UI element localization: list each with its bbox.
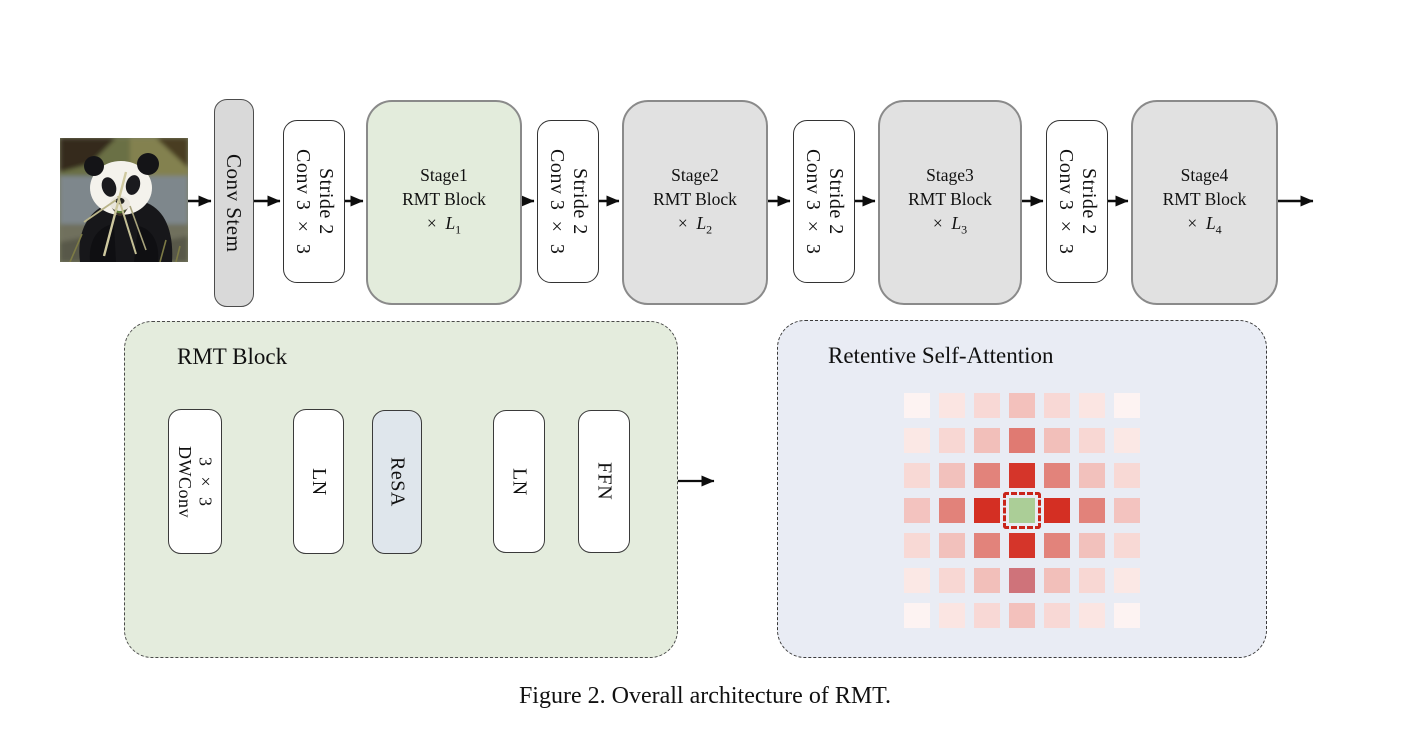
attention-cell <box>904 603 930 628</box>
figure-caption: Figure 2. Overall architecture of RMT. <box>518 683 892 709</box>
attention-cell <box>1114 463 1140 488</box>
attention-cell <box>904 393 930 418</box>
downsample-line2: Stride 2 <box>315 168 337 235</box>
attention-cell <box>939 393 965 418</box>
attention-cell <box>1044 533 1070 558</box>
conv-stem-label: Conv Stem <box>222 153 247 253</box>
downsample-box-4: Conv 3 × 3 Stride 2 <box>1046 120 1108 283</box>
attention-cell <box>904 568 930 593</box>
attention-cell <box>1044 393 1070 418</box>
panda-input-image <box>60 138 188 262</box>
attention-cell <box>1079 603 1105 628</box>
ln1-box: LN <box>293 409 344 554</box>
attention-cell <box>904 428 930 453</box>
stage2-block: Stage2 RMT Block × L2 <box>622 100 768 305</box>
attention-cell <box>1009 393 1035 418</box>
resa-box: ReSA <box>372 410 422 554</box>
attention-cell <box>939 498 965 523</box>
stage4-depth: × L4 <box>1187 213 1222 237</box>
attention-cell <box>1079 498 1105 523</box>
downsample-line1: Conv 3 × 3 <box>292 148 314 255</box>
stage3-depth: × L3 <box>932 213 968 237</box>
attention-center-cell <box>1009 498 1035 523</box>
attention-cell <box>974 393 1000 418</box>
stage1-block-label: RMT Block <box>402 189 486 210</box>
attention-cell <box>1079 393 1105 418</box>
attention-cell <box>1079 463 1105 488</box>
attention-cell <box>904 498 930 523</box>
attention-cell <box>1114 428 1140 453</box>
stage2-name: Stage2 <box>671 165 719 186</box>
attention-cell <box>1044 498 1070 523</box>
attention-center-ring <box>1003 492 1041 529</box>
attention-cell <box>974 463 1000 488</box>
attention-cell <box>1114 533 1140 558</box>
stage3-name: Stage3 <box>926 165 974 186</box>
attention-cell <box>939 603 965 628</box>
attention-cell <box>939 428 965 453</box>
rmt-block-panel-title: RMT Block <box>177 344 288 369</box>
attention-cell <box>904 533 930 558</box>
attention-cell <box>974 603 1000 628</box>
attention-decay-grid <box>904 393 1140 628</box>
ffn-box: FFN <box>578 410 630 553</box>
stage1-name: Stage1 <box>420 165 468 186</box>
attention-cell <box>1009 463 1035 488</box>
rsa-panel-title: Retentive Self-Attention <box>828 343 1054 368</box>
attention-cell <box>1114 393 1140 418</box>
attention-cell <box>974 428 1000 453</box>
stage4-block: Stage4 RMT Block × L4 <box>1131 100 1278 305</box>
attention-cell <box>974 568 1000 593</box>
downsample-box-3: Conv 3 × 3 Stride 2 <box>793 120 855 283</box>
stage3-block: Stage3 RMT Block × L3 <box>878 100 1022 305</box>
attention-cell <box>974 498 1000 523</box>
attention-cell <box>939 533 965 558</box>
attention-cell <box>904 463 930 488</box>
attention-cell <box>1079 568 1105 593</box>
attention-cell <box>1044 603 1070 628</box>
downsample-box-2: Conv 3 × 3 Stride 2 <box>537 120 599 283</box>
attention-cell <box>1114 603 1140 628</box>
stage4-block-label: RMT Block <box>1162 189 1247 210</box>
attention-cell <box>1009 533 1035 558</box>
attention-cell <box>1044 428 1070 453</box>
attention-cell <box>1114 498 1140 523</box>
attention-cell <box>1079 428 1105 453</box>
attention-cell <box>939 568 965 593</box>
attention-cell <box>1009 568 1035 593</box>
attention-cell <box>939 463 965 488</box>
attention-cell <box>1079 533 1105 558</box>
attention-cell <box>1114 568 1140 593</box>
stage2-depth: × L2 <box>677 213 713 237</box>
attention-cell <box>1044 463 1070 488</box>
ln2-box: LN <box>493 410 545 553</box>
attention-cell <box>1009 428 1035 453</box>
stage1-block: Stage1 RMT Block × L1 <box>366 100 522 305</box>
attention-cell <box>974 533 1000 558</box>
rsa-panel <box>777 320 1267 658</box>
dwconv-box: DWConv 3 × 3 <box>168 409 222 554</box>
stage4-name: Stage4 <box>1180 165 1229 186</box>
dwconv-line1: DWConv <box>175 445 195 518</box>
stage3-block-label: RMT Block <box>908 189 992 210</box>
dwconv-line2: 3 × 3 <box>195 456 216 507</box>
stage1-depth: × L1 <box>426 213 462 237</box>
attention-cell <box>1009 603 1035 628</box>
attention-cell <box>1044 568 1070 593</box>
stage2-block-label: RMT Block <box>653 189 737 210</box>
downsample-box-1: Conv 3 × 3 Stride 2 <box>283 120 345 283</box>
conv-stem-box: Conv Stem <box>214 99 254 307</box>
